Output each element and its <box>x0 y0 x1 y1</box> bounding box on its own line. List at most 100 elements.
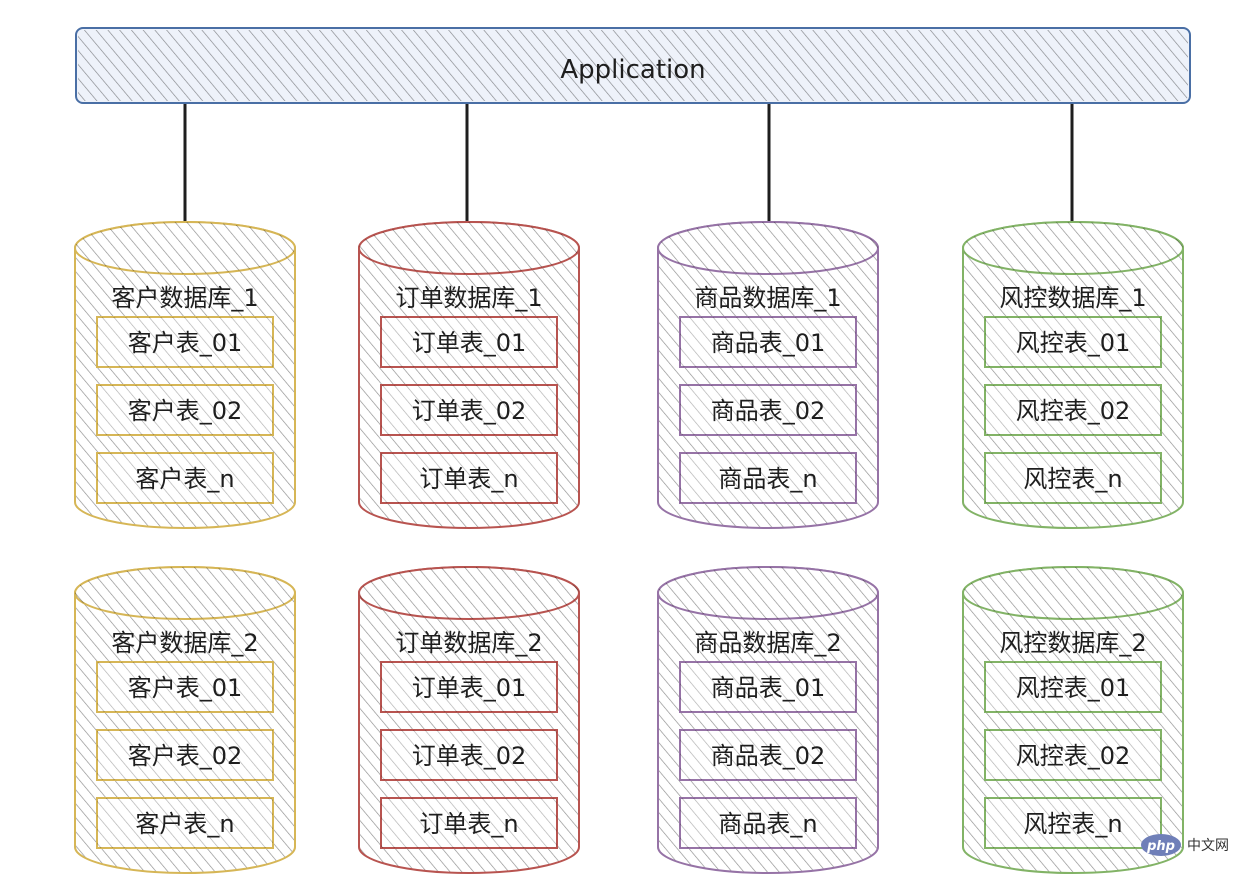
table-label: 订单表_01 <box>412 329 527 357</box>
table-label: 商品表_02 <box>711 397 826 425</box>
database-title: 客户数据库_2 <box>111 629 258 657</box>
database-layer: 客户数据库_1 客户表_01 客户表_02 客户表_n 订单数据库_1 订单表_01 订单表… <box>74 221 1184 874</box>
table-label: 商品表_01 <box>711 674 826 702</box>
table-hatch <box>985 385 1161 435</box>
arrows <box>176 104 1081 256</box>
table-box: 风控表_02 <box>984 384 1162 436</box>
database-order-1: 订单数据库_1 订单表_01 订单表_02 订单表_n <box>358 221 580 529</box>
table-label: 商品表_02 <box>711 742 826 770</box>
database-title: 商品数据库_2 <box>694 629 841 657</box>
cylinder-top-hatch <box>963 567 1183 619</box>
table-label: 风控表_01 <box>1016 674 1131 702</box>
table-box: 风控表_01 <box>984 661 1162 713</box>
table-label: 客户表_01 <box>128 674 243 702</box>
table-box: 订单表_n <box>380 797 558 849</box>
table-box: 商品表_01 <box>679 661 857 713</box>
table-hatch <box>985 662 1161 712</box>
cylinder-top-hatch <box>359 567 579 619</box>
database-product-1: 商品数据库_1 商品表_01 商品表_02 商品表_n <box>657 221 879 529</box>
cylinder-top-hatch <box>658 567 878 619</box>
table-label: 风控表_01 <box>1016 329 1131 357</box>
table-box: 商品表_02 <box>679 384 857 436</box>
table-box: 商品表_02 <box>679 729 857 781</box>
database-order-2: 订单数据库_2 订单表_01 订单表_02 订单表_n <box>358 566 580 874</box>
table-hatch <box>381 730 557 780</box>
table-box: 订单表_01 <box>380 661 558 713</box>
table-box: 商品表_01 <box>679 316 857 368</box>
table-label: 客户表_02 <box>128 742 243 770</box>
watermark-logo: php <box>1146 839 1175 854</box>
table-hatch <box>97 730 273 780</box>
table-label: 订单表_n <box>419 810 518 838</box>
table-box: 客户表_01 <box>96 661 274 713</box>
table-box: 订单表_n <box>380 452 558 504</box>
table-hatch <box>985 317 1161 367</box>
table-hatch <box>97 453 273 503</box>
table-label: 订单表_n <box>419 465 518 493</box>
table-box: 商品表_n <box>679 452 857 504</box>
cylinder-top-hatch <box>75 567 295 619</box>
table-label: 风控表_n <box>1023 810 1122 838</box>
table-label: 风控表_02 <box>1016 742 1131 770</box>
table-label: 商品表_01 <box>711 329 826 357</box>
table-box: 订单表_02 <box>380 384 558 436</box>
table-hatch <box>680 385 856 435</box>
application-label: Application <box>560 55 705 85</box>
table-label: 客户表_01 <box>128 329 243 357</box>
table-label: 风控表_02 <box>1016 397 1131 425</box>
application-box-hatch <box>78 30 1188 101</box>
table-hatch <box>97 798 273 848</box>
table-hatch <box>381 317 557 367</box>
watermark: php 中文网 <box>1141 834 1229 856</box>
cylinder-top-hatch <box>359 222 579 274</box>
database-customer-1: 客户数据库_1 客户表_01 客户表_02 客户表_n <box>74 221 296 529</box>
table-label: 风控表_n <box>1023 465 1122 493</box>
table-label: 商品表_n <box>718 465 817 493</box>
table-hatch <box>680 453 856 503</box>
watermark-text: 中文网 <box>1187 838 1229 854</box>
table-box: 客户表_02 <box>96 729 274 781</box>
database-product-2: 商品数据库_2 商品表_01 商品表_02 商品表_n <box>657 566 879 874</box>
cylinder-top-hatch <box>658 222 878 274</box>
table-hatch <box>381 798 557 848</box>
table-box: 订单表_02 <box>380 729 558 781</box>
table-label: 客户表_n <box>135 810 234 838</box>
table-label: 客户表_n <box>135 465 234 493</box>
table-hatch <box>381 385 557 435</box>
table-hatch <box>381 662 557 712</box>
table-label: 客户表_02 <box>128 397 243 425</box>
database-risk-1: 风控数据库_1 风控表_01 风控表_02 风控表_n <box>962 221 1184 529</box>
cylinder-top-hatch <box>963 222 1183 274</box>
table-box: 客户表_n <box>96 452 274 504</box>
table-hatch <box>985 453 1161 503</box>
database-title: 订单数据库_2 <box>395 629 542 657</box>
table-label: 订单表_01 <box>412 674 527 702</box>
table-hatch <box>985 798 1161 848</box>
table-box: 商品表_n <box>679 797 857 849</box>
database-title: 客户数据库_1 <box>111 284 258 312</box>
table-hatch <box>680 662 856 712</box>
database-title: 订单数据库_1 <box>395 284 542 312</box>
table-label: 订单表_02 <box>412 742 527 770</box>
table-hatch <box>680 730 856 780</box>
table-hatch <box>97 317 273 367</box>
database-customer-2: 客户数据库_2 客户表_01 客户表_02 客户表_n <box>74 566 296 874</box>
table-box: 风控表_n <box>984 797 1162 849</box>
table-box: 客户表_02 <box>96 384 274 436</box>
table-label: 订单表_02 <box>412 397 527 425</box>
table-hatch <box>680 798 856 848</box>
cylinder-top-hatch <box>75 222 295 274</box>
table-box: 订单表_01 <box>380 316 558 368</box>
table-box: 客户表_n <box>96 797 274 849</box>
table-hatch <box>97 662 273 712</box>
table-box: 风控表_n <box>984 452 1162 504</box>
database-title: 风控数据库_1 <box>999 284 1146 312</box>
table-label: 商品表_n <box>718 810 817 838</box>
php-logo-icon <box>1141 834 1181 856</box>
database-title: 商品数据库_1 <box>694 284 841 312</box>
table-hatch <box>985 730 1161 780</box>
table-hatch <box>97 385 273 435</box>
table-hatch <box>680 317 856 367</box>
table-hatch <box>381 453 557 503</box>
